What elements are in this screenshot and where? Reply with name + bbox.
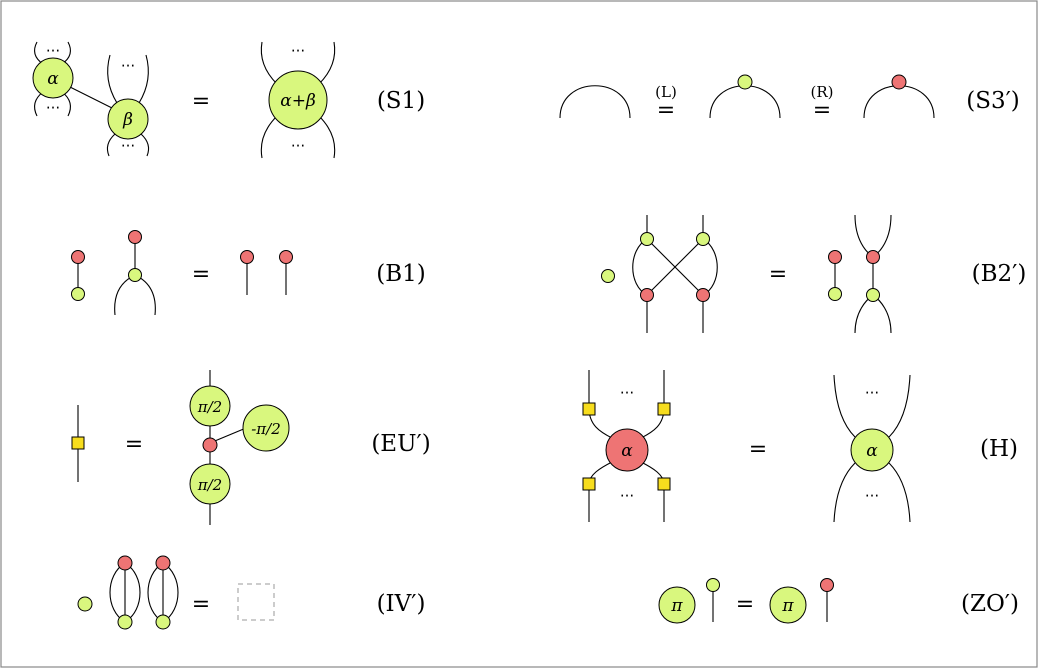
ellipsis-top-alpha: ··· — [46, 42, 60, 60]
ellipsis-bottom: ··· — [865, 487, 879, 505]
ellipsis-top: ··· — [620, 384, 634, 402]
phase-pi: π — [781, 596, 794, 616]
red-node — [240, 250, 254, 264]
green-node — [706, 578, 720, 592]
phase-pi-half: π/2 — [197, 398, 222, 416]
equals-sign: = — [813, 98, 831, 123]
green-node — [640, 232, 654, 246]
red-node — [128, 230, 142, 244]
phase-beta: β — [122, 110, 133, 130]
rule-iv: = (IV′) — [77, 555, 426, 630]
red-node — [117, 555, 133, 571]
hadamard-box — [657, 402, 671, 416]
ellipsis-top-sum: ··· — [291, 42, 305, 60]
rule-label: (S1) — [377, 88, 425, 114]
rule-s3: (L) = (R) = (S3′) — [559, 74, 1020, 123]
equals-sign: = — [769, 262, 787, 287]
red-node — [828, 250, 842, 264]
ellipsis-top: ··· — [865, 384, 879, 402]
rule-h: ··· ··· α = ··· ··· α (H) — [582, 370, 1018, 523]
relation-r: (R) — [811, 83, 834, 101]
equals-sign: = — [192, 592, 210, 617]
equals-sign: = — [736, 592, 754, 617]
equals-sign: = — [192, 262, 210, 287]
phase-alpha: α — [621, 441, 633, 461]
rule-label: (B2′) — [972, 261, 1027, 287]
spider-alpha — [32, 57, 74, 99]
phase-minus-pi-half: -π/2 — [251, 420, 281, 438]
spider-pi-half-top — [189, 385, 231, 427]
rule-label: (EU′) — [371, 431, 430, 457]
green-node — [128, 268, 142, 282]
red-node — [202, 437, 218, 453]
green-node — [696, 232, 710, 246]
spider-beta — [107, 98, 149, 140]
rule-label: (S3′) — [966, 88, 1020, 114]
rule-label: (ZO′) — [961, 591, 1019, 617]
red-node — [891, 74, 907, 90]
red-node — [640, 288, 654, 302]
phase-alpha: α — [866, 441, 878, 461]
equals-sign: = — [125, 432, 143, 457]
red-node — [279, 250, 293, 264]
ellipsis-bottom-sum: ··· — [291, 137, 305, 155]
ellipsis-bottom-beta: ··· — [121, 137, 135, 155]
rule-label: (H) — [980, 436, 1018, 462]
ellipsis-bottom-alpha: ··· — [46, 99, 60, 117]
hadamard-box — [657, 477, 671, 491]
green-node — [71, 287, 85, 301]
spider-minus-pi-half — [242, 404, 290, 452]
hadamard-box — [582, 402, 596, 416]
spider-pi-half-bottom — [189, 463, 231, 505]
hadamard-box — [582, 477, 596, 491]
rule-eu: = π/2 π/2 -π/2 (EU′) — [71, 370, 431, 525]
red-node — [820, 578, 834, 592]
equals-sign: = — [749, 437, 767, 462]
spider-sum — [268, 70, 328, 130]
rule-b1: = (B1) — [71, 230, 426, 316]
red-spider-alpha — [605, 428, 649, 472]
empty-diagram-box — [237, 583, 275, 621]
green-node — [117, 614, 133, 630]
green-node — [866, 288, 880, 302]
spider-pi — [658, 586, 696, 624]
green-node — [601, 269, 615, 283]
relation-l: (L) — [655, 83, 677, 101]
rule-zo: π = π (ZO′) — [658, 578, 1019, 624]
green-spider-alpha — [850, 428, 894, 472]
red-node — [155, 555, 171, 571]
green-node — [737, 74, 753, 90]
green-node — [77, 596, 93, 612]
rule-b2: = (B2′) — [601, 214, 1027, 334]
equals-sign: = — [192, 89, 210, 114]
red-node — [696, 288, 710, 302]
phase-sum: α+β — [280, 91, 316, 111]
ellipsis-top-beta: ··· — [121, 57, 135, 75]
green-node — [828, 287, 842, 301]
rule-label: (B1) — [376, 261, 425, 287]
green-node — [155, 614, 171, 630]
red-node — [866, 250, 880, 264]
phase-alpha: α — [47, 69, 59, 89]
hadamard-box — [71, 436, 85, 450]
phase-pi-half: π/2 — [197, 476, 222, 494]
phase-pi: π — [670, 596, 683, 616]
red-node — [71, 250, 85, 264]
rule-label: (IV′) — [377, 591, 426, 617]
rule-s1: ··· ··· ··· ··· α β = ··· ··· α+β (S1) — [32, 41, 425, 159]
spider-pi — [769, 586, 807, 624]
ellipsis-bottom: ··· — [620, 487, 634, 505]
equals-sign: = — [657, 98, 675, 123]
